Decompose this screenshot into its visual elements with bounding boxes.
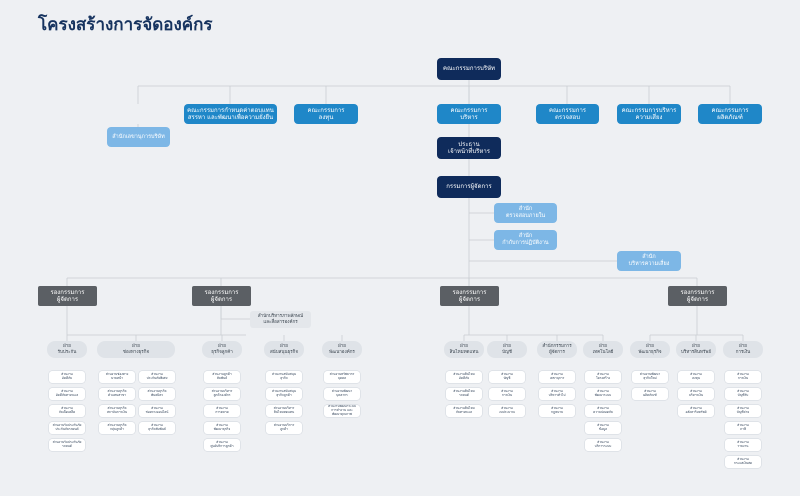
unit-box: ส่วนงานสินไหม อัคคีภัย [446, 371, 482, 383]
unit-box: ส่วนงานบริหาร ลูกค้าองค์กร [204, 388, 240, 400]
md-node: กรรมการผู้จัดการ [437, 176, 501, 198]
md-office-node: สำนัก กำกับการปฏิบัติงาน [494, 230, 557, 250]
board-office-node: สำนักเลขานุการบริษัท [107, 127, 170, 147]
unit-box: ส่วนงาน รายงาน [725, 439, 761, 451]
chairman-exec-node: ประธาน เจ้าหน้าที่บริหาร [437, 137, 501, 159]
unit-box: ส่วนงาน กระแสเงินสด [725, 456, 761, 468]
committee-node: คณะกรรมการ ผลิตภัณฑ์ [698, 104, 762, 124]
division-header: ฝ่าย เทคโนโลยี [583, 341, 623, 358]
unit-box: ส่วนงานบริหาร สินไหมทดแทน [266, 405, 302, 417]
unit-box: ส่วนงาน อัคคีภัยทางทะเล [49, 388, 85, 400]
unit-box: ส่วนงาน ประกันภัยพิเศษ [139, 371, 175, 383]
unit-box: ส่วนงานสินไหม รถยนต์ [446, 388, 482, 400]
unit-box: ส่วนงานสนับสนุน ธุรกิจ [266, 371, 302, 383]
division-header: ฝ่าย บริหารสินทรัพย์ [676, 341, 716, 358]
unit-box: ส่วนงาน บัญชี [489, 371, 525, 383]
unit-box: ส่วนงาน ศูนย์บริการลูกค้า [204, 439, 240, 451]
unit-box: ส่วนงานธุรกิจ สถาบันการเงิน [99, 405, 135, 417]
committee-node: คณะกรรมการบริหาร ความเสี่ยง [617, 104, 681, 124]
division-header: ฝ่าย รับประกัน [47, 341, 87, 358]
unit-box: ส่วนงานธุรกิจ กลุ่มลูกค้า [99, 422, 135, 434]
unit-box: ส่วนงานพัฒนาระบบ การทำงาน และ พัฒนาคุณภา… [324, 405, 360, 417]
unit-box: ส่วนงาน การเงิน [489, 388, 525, 400]
unit-box: ส่วนงาน ภาษี [725, 422, 761, 434]
division-header: ฝ่าย การเงิน [723, 341, 763, 358]
unit-box: ส่วนงาน บริหารเงิน [678, 388, 714, 400]
unit-box: ส่วนงาน การตลาด [204, 405, 240, 417]
division-header: ฝ่าย สินไหมทดแทน [444, 341, 484, 358]
division-header: ฝ่าย พัฒนาธุรกิจ [630, 341, 670, 358]
unit-box: ส่วนงาน บริหารทั่วไป [539, 388, 575, 400]
unit-box: ส่วนงานบริการ ลูกค้า [266, 422, 302, 434]
committee-node: คณะกรรมการ ลงทุน [294, 104, 358, 124]
unit-box: ส่วนงานรับประกันภัย รถยนต์ [49, 439, 85, 451]
unit-box: ส่วนงานลูกค้า สัมพันธ์ [204, 371, 240, 383]
unit-box: ส่วนงาน บัญชีรับ [725, 388, 761, 400]
committee-node: คณะกรรมการ ตรวจสอบ [536, 104, 599, 124]
deputy-md-node: รองกรรมการ ผู้จัดการ [440, 286, 499, 306]
unit-box: ส่วนงานสนับสนุน ธุรกิจลูกค้า [266, 388, 302, 400]
risk-office-node: สำนัก บริหารความเสี่ยง [617, 251, 681, 271]
unit-box: ส่วนงาน ภัยเบ็ดเตล็ด [49, 405, 85, 417]
page-title: โครงสร้างการจัดองค์กร [38, 15, 213, 35]
deputy2-office-node: สำนักบริหารภาพลักษณ์ และสื่อสารองค์กร [250, 311, 311, 328]
unit-box: ส่วนงาน การเงิน [725, 371, 761, 383]
unit-box: ส่วนงานธุรกิจ ตัวแทนสาขา [99, 388, 135, 400]
unit-box: ส่วนงาน อสังหาริมทรัพย์ [678, 405, 714, 417]
unit-box: ส่วนงาน ธุรกิจสัมพันธ์ [139, 422, 175, 434]
unit-box: ส่วนงาน งบประมาณ [489, 405, 525, 417]
unit-box: ส่วนงาน อัคคีภัย [49, 371, 85, 383]
unit-box: ส่วนงาน กฎหมาย [539, 405, 575, 417]
unit-box: ส่วนงาน ช่องทางออนไลน์ [139, 405, 175, 417]
deputy-md-node: รองกรรมการ ผู้จัดการ [192, 286, 251, 306]
md-office-node: สำนัก ตรวจสอบภายใน [494, 203, 557, 223]
unit-box: ส่วนงาน พัฒนาธุรกิจ [204, 422, 240, 434]
unit-box: ส่วนงาน บริการระบบ [585, 439, 621, 451]
unit-box: ส่วนงาน ลงทุน [678, 371, 714, 383]
unit-box: ส่วนงานพัฒนา ธุรกิจใหม่ [632, 371, 668, 383]
unit-box: ส่วนงานธุรกิจ พันธมิตร [139, 388, 175, 400]
unit-box: ส่วนงาน ผลิตภัณฑ์ [632, 388, 668, 400]
unit-box: ส่วนงานรับประกันภัย ประกันภัยรถยนต์ [49, 422, 85, 434]
committee-node: คณะกรรมการกำหนดค่าตอบแทน สรรหา และพัฒนาเ… [184, 104, 277, 124]
division-header: สำนักกรรมการ ผู้จัดการ [537, 341, 577, 358]
division-header: ฝ่าย ธุรกิจลูกค้า [202, 341, 242, 358]
unit-box: ส่วนงานช่องทาง นายหน้า [99, 371, 135, 383]
unit-box: ส่วนงาน พัฒนาระบบ [585, 388, 621, 400]
unit-box: ส่วนงานพัฒนา บุคลากร [324, 388, 360, 400]
unit-box: ส่วนงานทรัพยากร บุคคล [324, 371, 360, 383]
unit-box: ส่วนงานสินไหม ภัยทางทะเล [446, 405, 482, 417]
unit-box: ส่วนงาน โครงสร้าง [585, 371, 621, 383]
board-node: คณะกรรมการบริษัท [437, 58, 501, 80]
deputy-md-node: รองกรรมการ ผู้จัดการ [668, 286, 727, 306]
deputy-md-node: รองกรรมการ ผู้จัดการ [38, 286, 97, 306]
unit-box: ส่วนงาน เลขานุการ [539, 371, 575, 383]
division-header: ฝ่าย ช่องทางธุรกิจ [97, 341, 175, 358]
division-header: ฝ่าย บัญชี [487, 341, 527, 358]
committee-node: คณะกรรมการ บริหาร [437, 104, 501, 124]
division-header: ฝ่าย พัฒนาองค์กร [322, 341, 362, 358]
division-header: ฝ่าย สนับสนุนธุรกิจ [264, 341, 304, 358]
unit-box: ส่วนงาน บัญชีจ่าย [725, 405, 761, 417]
unit-box: ส่วนงาน ความปลอดภัย [585, 405, 621, 417]
unit-box: ส่วนงาน ข้อมูล [585, 422, 621, 434]
